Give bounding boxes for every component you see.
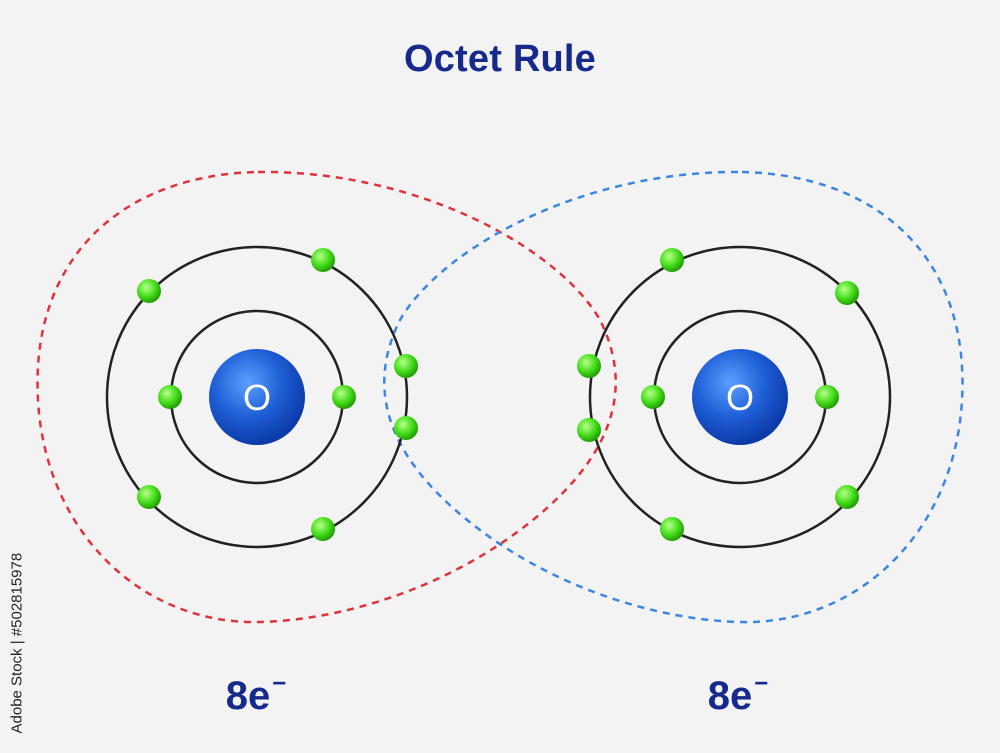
left-electron-count-label: 8e− — [156, 670, 356, 719]
right-electron-charge: − — [754, 670, 769, 697]
right-octet-boundary — [383, 170, 964, 624]
left-shared-electron — [394, 354, 418, 378]
watermark-text: Adobe Stock | #502815978 — [8, 552, 26, 734]
right-electron-count: 8e — [707, 674, 753, 718]
right-outer-electron — [660, 517, 684, 541]
left-outer-electron — [137, 485, 161, 509]
left-nucleus — [209, 349, 305, 445]
left-oxygen-atom: O — [105, 245, 418, 549]
right-oxygen-atom: O — [577, 245, 892, 549]
left-outer-electron — [137, 279, 161, 303]
right-nucleus-symbol: O — [726, 377, 754, 418]
right-shared-electron — [577, 354, 601, 378]
right-outer-electron — [835, 485, 859, 509]
right-electron-count-label: 8e− — [638, 670, 838, 719]
left-electron-count: 8e — [225, 674, 271, 718]
left-electron-charge: − — [272, 670, 287, 697]
right-outer-orbit — [588, 245, 892, 549]
stock-watermark: Adobe Stock | #502815978 — [4, 520, 26, 740]
left-nucleus-symbol: O — [243, 377, 271, 418]
left-inner-electron — [158, 385, 182, 409]
right-outer-electron — [660, 248, 684, 272]
right-inner-electron — [641, 385, 665, 409]
right-outer-electron — [835, 281, 859, 305]
right-nucleus — [692, 349, 788, 445]
right-inner-electron — [815, 385, 839, 409]
left-octet-boundary — [36, 170, 617, 624]
diagram-title: Octet Rule — [403, 38, 597, 80]
left-outer-electron — [311, 517, 335, 541]
left-shared-electron — [394, 416, 418, 440]
left-inner-electron — [332, 385, 356, 409]
left-outer-electron — [311, 248, 335, 272]
left-outer-orbit — [105, 245, 409, 549]
right-shared-electron — [577, 418, 601, 442]
